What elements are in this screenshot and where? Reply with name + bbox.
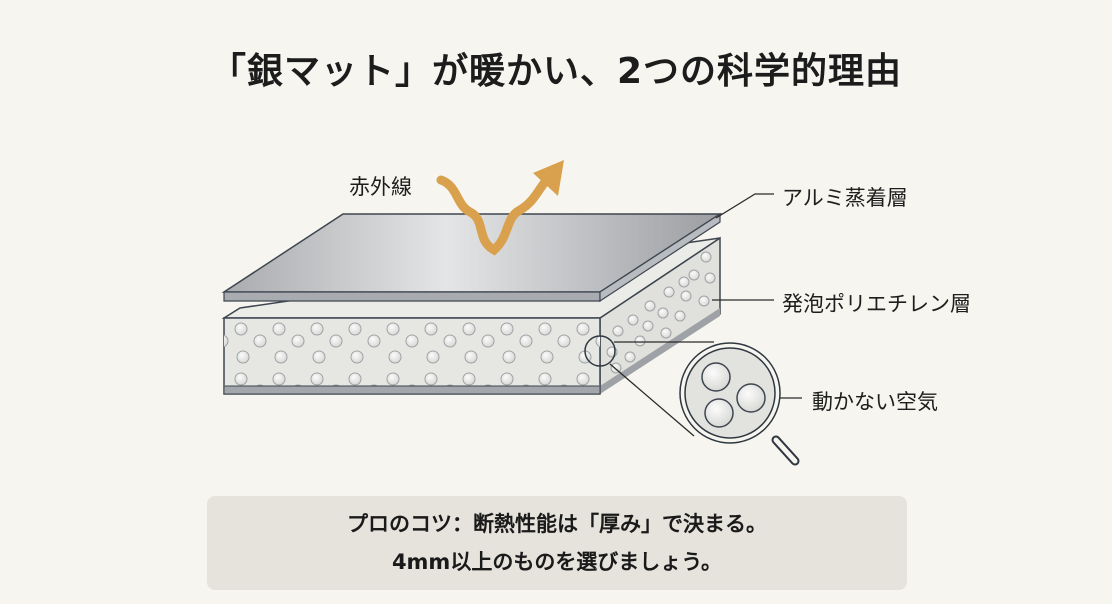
pro-tip-box: プロのコツ：断熱性能は「厚み」で決まる。 4mm以上のものを選びましょう。 bbox=[207, 496, 907, 590]
foam-layer-label: 発泡ポリエチレン層 bbox=[782, 292, 971, 316]
infrared-label: 赤外線 bbox=[349, 175, 412, 199]
aluminum-layer bbox=[221, 212, 723, 303]
aluminum-layer-label: アルミ蒸着層 bbox=[782, 186, 908, 210]
tip-line-2: 4mm以上のものを選びましょう。 bbox=[391, 550, 723, 574]
magnifying-glass-icon bbox=[679, 342, 800, 466]
wavy-arrow-icon bbox=[436, 160, 564, 256]
zoom-source-circle bbox=[584, 335, 616, 367]
still-air-label: 動かない空気 bbox=[812, 390, 938, 414]
page-title: 「銀マット」が暖かい、2つの科学的理由 bbox=[209, 51, 903, 92]
tip-line-1: プロのコツ：断熱性能は「厚み」で決まる。 bbox=[347, 512, 767, 536]
